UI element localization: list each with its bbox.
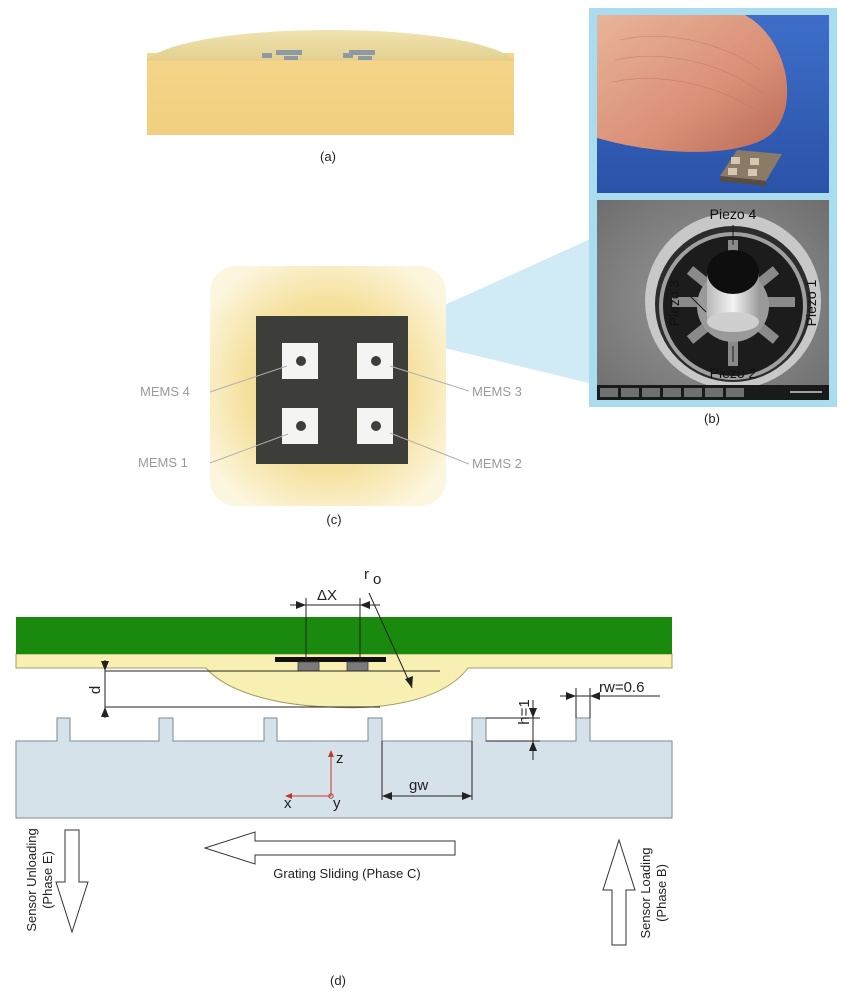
coordinate-axes	[287, 752, 332, 797]
unloading-arrow	[55, 829, 89, 934]
axis-z-label: z	[336, 750, 344, 767]
piezo-3-label: Piezo 3	[666, 279, 682, 326]
mems-3-label: MEMS 3	[472, 384, 522, 399]
mems-leaders	[209, 365, 470, 465]
axis-y-label: y	[333, 795, 341, 812]
ridge-width-label: rw=0.6	[599, 679, 644, 696]
dimension-lines	[104, 592, 660, 800]
piezo-1-label: Piezo 1	[803, 279, 819, 326]
sem-pillar-top	[707, 250, 759, 294]
panel-a-sensors	[262, 50, 375, 60]
loading-label-1: Sensor Loading	[638, 847, 653, 938]
sliding-label: Grating Sliding (Phase C)	[273, 866, 420, 881]
elastomer-layer	[15, 653, 673, 709]
mems-1-label: MEMS 1	[138, 455, 188, 470]
delta-x-label: ΔX	[317, 587, 337, 604]
height-label: h=1	[516, 699, 533, 724]
panel-a: (a)	[147, 30, 514, 164]
caption-c: (c)	[326, 512, 341, 527]
panel-a-base	[147, 53, 514, 135]
panel-c: MEMS 4 MEMS 1 MEMS 3 MEMS 2 (c)	[138, 266, 522, 527]
caption-b: (b)	[704, 411, 720, 426]
radius-label: r	[364, 566, 369, 583]
mems-dots	[296, 356, 381, 431]
mems-pads	[282, 343, 393, 444]
panel-a-dome	[147, 30, 514, 60]
green-plate	[16, 617, 672, 654]
sensor-bump-right	[346, 661, 369, 672]
loading-arrow	[602, 838, 636, 946]
piezo-2-label: Piezo 2	[710, 365, 757, 381]
panel-b: Piezo 4 Piezo 2 Piezo 3 Piezo 1 (b)	[383, 8, 837, 426]
depth-label: d	[87, 686, 104, 694]
axis-x-label: x	[284, 795, 292, 812]
zoom-callout	[383, 236, 597, 385]
dimension-arrowheads	[101, 601, 600, 800]
groove-width-label: gw	[409, 777, 428, 794]
caption-d: (d)	[330, 973, 346, 988]
sensor-bar	[275, 657, 386, 662]
tiny-chip	[720, 150, 782, 186]
panel-d: ΔX r o d h=1 rw=0.6 gw z x y Sensor Unlo…	[15, 566, 673, 988]
unloading-label-2: (Phase E)	[40, 851, 55, 909]
caption-a: (a)	[320, 149, 336, 164]
finger-photo	[597, 15, 829, 193]
radius-subscript: o	[373, 571, 381, 588]
piezo-4-label: Piezo 4	[710, 206, 757, 222]
unloading-label-1: Sensor Unloading	[24, 828, 39, 931]
mems-4-label: MEMS 4	[140, 384, 190, 399]
sliding-arrow	[203, 831, 456, 865]
grating-substrate	[15, 717, 673, 819]
loading-label-2: (Phase B)	[654, 864, 669, 922]
sem-image: Piezo 4 Piezo 2 Piezo 3 Piezo 1	[597, 200, 829, 400]
mems-2-label: MEMS 2	[472, 456, 522, 471]
sensor-bump-left	[297, 661, 320, 672]
